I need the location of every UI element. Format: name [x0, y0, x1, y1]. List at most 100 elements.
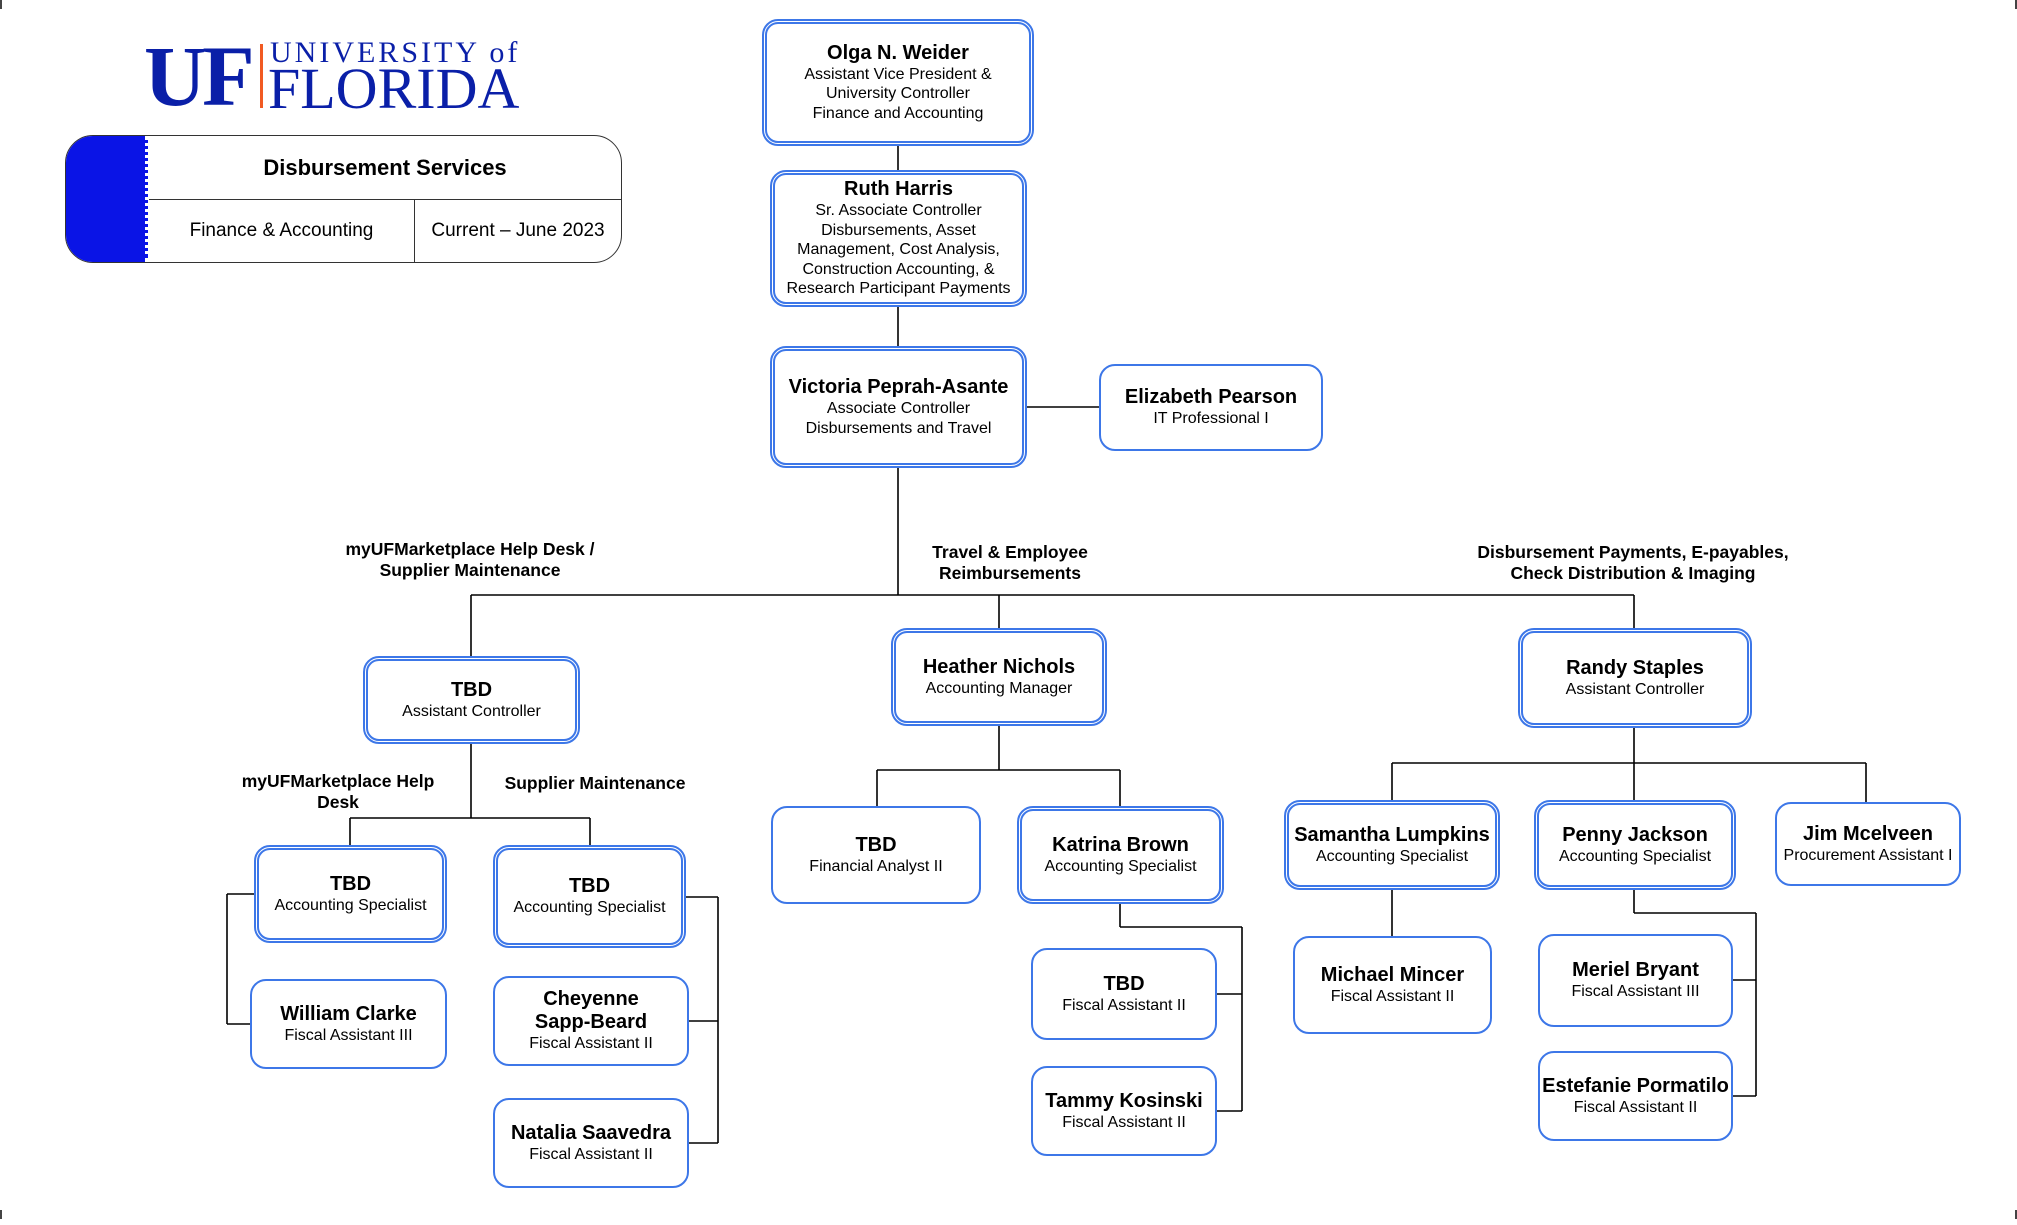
person-title: Associate Controller	[826, 400, 971, 417]
uf-logo-mark: UF	[144, 28, 255, 124]
person-title: Research Participant Payments	[786, 280, 1011, 298]
uf-logo-university: UNIVERSITY of	[270, 36, 521, 69]
person-name: Ruth Harris	[844, 178, 953, 201]
person-title: Assistant Vice President &	[804, 65, 992, 83]
org-box-samantha-lumpkins: Samantha Lumpkins Accounting Specialist	[1284, 800, 1500, 890]
person-title: Fiscal Assistant II	[1062, 1113, 1186, 1131]
person-name: Olga N. Weider	[827, 41, 969, 64]
section-label-supplier: Supplier Maintenance	[504, 773, 686, 793]
person-title: Fiscal Assistant III	[1571, 983, 1700, 1001]
section-label-helpdesk-supplier: myUFMarketplace Help Desk / Supplier Mai…	[320, 539, 620, 581]
person-name: TBD	[568, 875, 611, 898]
org-box-tbd-fiscal-assistant: TBD Fiscal Assistant II	[1031, 948, 1217, 1040]
person-name: Sapp-Beard	[534, 1011, 648, 1034]
person-name: Elizabeth Pearson	[1124, 386, 1298, 409]
section-label-line: Supplier Maintenance	[379, 560, 561, 580]
person-title: Accounting Specialist	[1558, 847, 1712, 865]
person-title: Construction Accounting, &	[802, 260, 995, 278]
person-title: Disbursements and Travel	[805, 419, 992, 437]
person-name: TBD	[329, 872, 372, 895]
person-name: Natalia Saavedra	[510, 1121, 672, 1144]
person-name: Meriel Bryant	[1572, 959, 1699, 982]
org-box-tammy-kosinski: Tammy Kosinski Fiscal Assistant II	[1031, 1066, 1217, 1156]
org-box-william-clarke: William Clarke Fiscal Assistant III	[250, 979, 447, 1069]
org-box-tbd-accounting-specialist-helpdesk: TBD Accounting Specialist	[254, 845, 447, 943]
person-title: Accounting Specialist	[1315, 847, 1469, 865]
person-title: Fiscal Assistant II	[1330, 987, 1455, 1005]
person-title: Accounting Specialist	[513, 899, 666, 917]
section-label-line: myUFMarketplace Help	[241, 771, 435, 791]
person-title: Procurement Assistant I	[1783, 846, 1953, 864]
page-corner-mark	[0, 1210, 2, 1219]
org-box-meriel-bryant: Meriel Bryant Fiscal Assistant III	[1538, 934, 1733, 1027]
person-name: Samantha Lumpkins	[1294, 823, 1490, 846]
person-title: Sr. Associate Controller	[815, 202, 982, 220]
person-title: Fiscal Assistant II	[529, 1145, 653, 1163]
title-block-accent	[66, 136, 148, 262]
uf-logo: UF UNIVERSITY of FLORIDA	[144, 28, 544, 124]
title-block-department: Finance & Accounting	[149, 200, 415, 262]
person-title: Disbursements, Asset	[821, 221, 976, 239]
person-title: Financial Analyst II	[809, 857, 943, 875]
section-label-line: Desk	[317, 792, 359, 812]
org-box-victoria-peprah-asante: Victoria Peprah-Asante Associate Control…	[770, 346, 1027, 468]
title-block-date: Current – June 2023	[431, 220, 605, 241]
org-box-elizabeth-pearson: Elizabeth Pearson IT Professional I	[1099, 364, 1323, 451]
org-box-heather-nichols: Heather Nichols Accounting Manager	[891, 628, 1107, 726]
org-box-katrina-brown: Katrina Brown Accounting Specialist	[1017, 806, 1224, 904]
org-box-jim-mcelveen: Jim Mcelveen Procurement Assistant I	[1775, 802, 1961, 886]
person-title: Assistant Controller	[1565, 680, 1705, 698]
section-label-line: Check Distribution & Imaging	[1510, 563, 1756, 583]
person-name: Katrina Brown	[1052, 833, 1189, 856]
person-name: Heather Nichols	[922, 655, 1076, 678]
org-box-randy-staples: Randy Staples Assistant Controller	[1518, 628, 1752, 728]
page-corner-mark	[0, 0, 2, 9]
person-name: Cheyenne	[543, 988, 639, 1011]
person-name: Penny Jackson	[1562, 823, 1708, 846]
person-name: Estefanie Pormatilo	[1542, 1074, 1729, 1097]
person-title: Management, Cost Analysis,	[797, 241, 1000, 259]
person-title: Fiscal Assistant II	[529, 1035, 653, 1053]
section-label-line: myUFMarketplace Help Desk /	[345, 539, 595, 559]
person-title: Accounting Specialist	[274, 896, 427, 914]
person-title: Finance and Accounting	[812, 104, 984, 122]
org-box-ruth-harris: Ruth Harris Sr. Associate Controller Dis…	[770, 170, 1027, 307]
person-name: Jim Mcelveen	[1802, 822, 1934, 845]
section-label-helpdesk: myUFMarketplace Help Desk	[218, 771, 458, 813]
person-name: Tammy Kosinski	[1045, 1089, 1203, 1112]
person-title: University Controller	[825, 85, 971, 103]
org-box-olga-weider: Olga N. Weider Assistant Vice President …	[762, 19, 1034, 146]
page-corner-mark	[2015, 1210, 2017, 1219]
person-title: Fiscal Assistant II	[1573, 1098, 1698, 1116]
person-title: Accounting Specialist	[1044, 857, 1197, 875]
person-name: Randy Staples	[1566, 656, 1704, 679]
org-box-cheyenne-sapp-beard: Cheyenne Sapp-Beard Fiscal Assistant II	[493, 976, 689, 1066]
person-name: TBD	[450, 678, 493, 701]
org-box-michael-mincer: Michael Mincer Fiscal Assistant II	[1293, 936, 1492, 1034]
person-title: Fiscal Assistant III	[284, 1026, 413, 1044]
person-name: William Clarke	[280, 1002, 417, 1025]
section-label-travel: Travel & Employee Reimbursements	[900, 542, 1120, 584]
org-box-estefanie-pormatilo: Estefanie Pormatilo Fiscal Assistant II	[1538, 1051, 1733, 1141]
page-corner-mark	[2015, 0, 2017, 9]
section-label-line: Disbursement Payments, E-payables,	[1477, 542, 1789, 562]
person-title: IT Professional I	[1153, 410, 1269, 428]
org-box-penny-jackson: Penny Jackson Accounting Specialist	[1534, 800, 1736, 890]
org-box-natalia-saavedra: Natalia Saavedra Fiscal Assistant II	[493, 1098, 689, 1188]
person-title: Accounting Manager	[925, 679, 1073, 697]
uf-logo-florida: FLORIDA	[268, 56, 520, 121]
person-title: Assistant Controller	[402, 702, 541, 720]
org-box-tbd-accounting-specialist-supplier: TBD Accounting Specialist	[493, 845, 686, 948]
person-name: Victoria Peprah-Asante	[788, 376, 1009, 398]
person-name: TBD	[1103, 972, 1145, 995]
section-label-disbursement: Disbursement Payments, E-payables, Check…	[1452, 542, 1814, 584]
section-label-line: Travel & Employee	[932, 542, 1088, 562]
person-name: Michael Mincer	[1320, 963, 1465, 986]
title-block-title: Disbursement Services	[149, 136, 621, 200]
org-box-tbd-assistant-controller: TBD Assistant Controller	[363, 656, 580, 744]
person-name: TBD	[855, 833, 897, 856]
title-block: Disbursement Services Finance & Accounti…	[65, 135, 622, 263]
org-box-tbd-financial-analyst: TBD Financial Analyst II	[771, 806, 981, 904]
uf-logo-divider	[260, 44, 263, 108]
